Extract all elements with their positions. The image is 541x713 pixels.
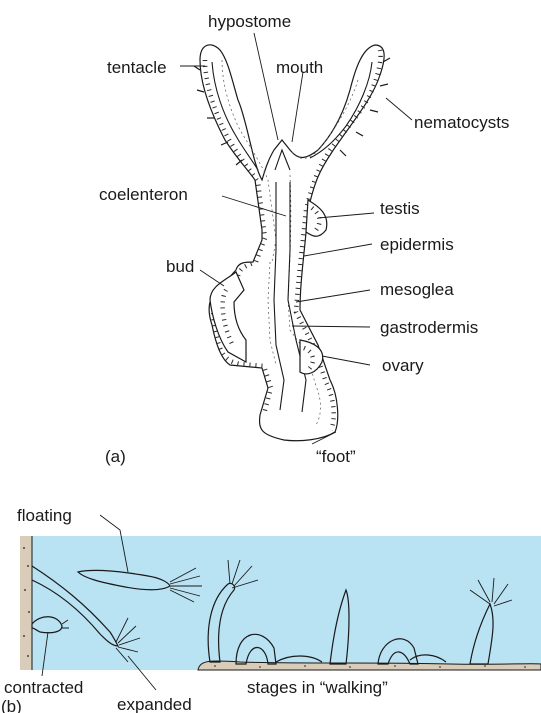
label-testis: testis	[380, 199, 420, 218]
label-tentacle: tentacle	[107, 58, 167, 77]
label-epidermis: epidermis	[380, 235, 454, 254]
label-ovary: ovary	[382, 356, 424, 375]
label-gastrodermis: gastrodermis	[380, 318, 478, 337]
panel-b-letter: (b)	[1, 697, 22, 713]
body-outline	[200, 45, 384, 441]
label-coelenteron: coelenteron	[99, 185, 188, 204]
label-nematocysts: nematocysts	[414, 113, 509, 132]
panel-a-letter: (a)	[105, 447, 126, 466]
label-contracted: contracted	[4, 678, 83, 697]
label-bud: bud	[166, 257, 194, 276]
label-expanded: expanded	[117, 695, 192, 713]
label-mesoglea: mesoglea	[380, 280, 454, 299]
label-hypostome: hypostome	[208, 12, 291, 31]
hydra-section-drawing	[194, 45, 390, 441]
label-walking: stages in “walking”	[247, 678, 388, 697]
label-floating: floating	[17, 506, 72, 525]
water-background	[20, 536, 541, 670]
label-foot: “foot”	[316, 447, 356, 466]
left-substrate	[20, 536, 32, 670]
label-mouth: mouth	[276, 58, 323, 77]
testis-swelling	[306, 200, 327, 236]
